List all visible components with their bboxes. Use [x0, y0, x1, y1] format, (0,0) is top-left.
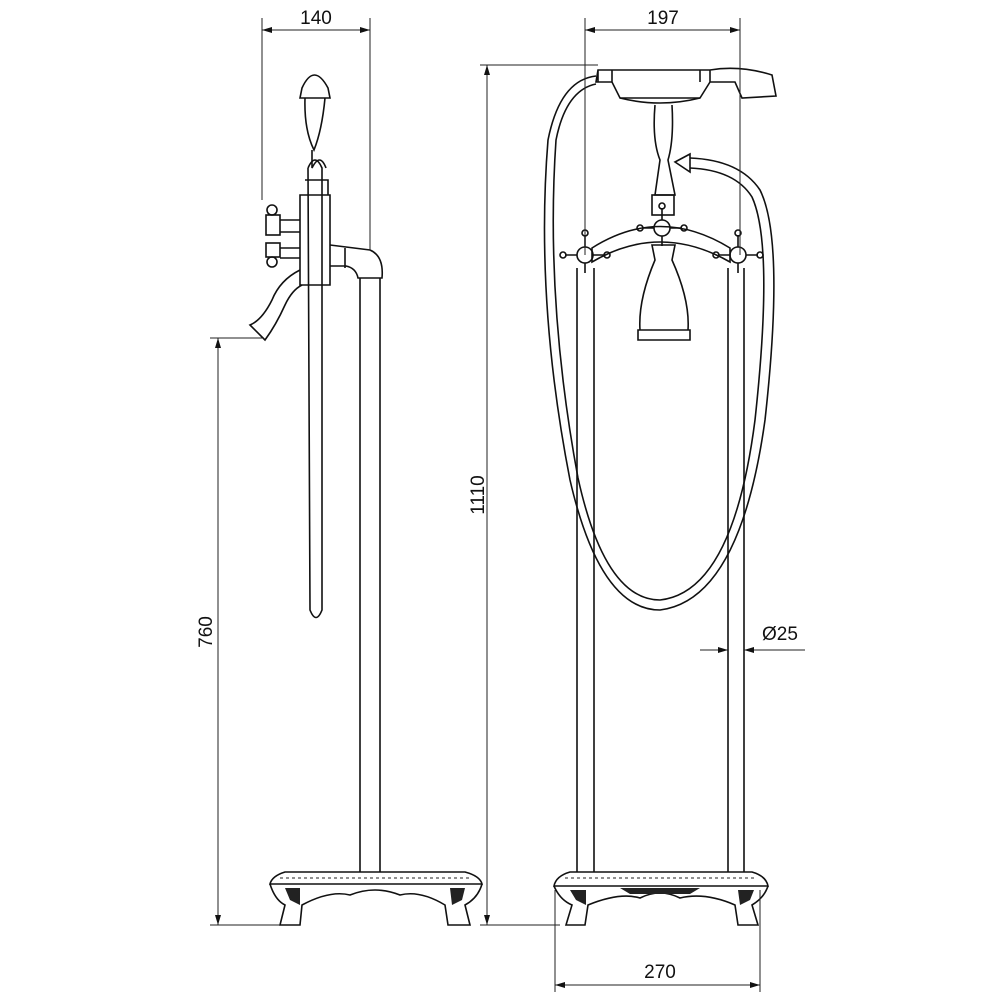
front-right-pipe: [727, 268, 745, 872]
side-cross-handles: [265, 204, 300, 268]
front-view: 197 1110 Ø25 270: [468, 8, 805, 992]
side-hose: [307, 159, 323, 619]
dimension-pipe-diameter: Ø25: [700, 624, 805, 653]
dim-1110-label: 1110: [468, 475, 489, 514]
front-handset: [595, 67, 777, 99]
front-center-valve: [651, 194, 675, 216]
dim-25-label: Ø25: [762, 624, 798, 645]
side-valve-body: [299, 179, 331, 286]
front-cradle: [619, 97, 701, 196]
dimension-spout-height: 760: [196, 337, 280, 926]
front-bell-spout: [637, 244, 691, 341]
dim-760-label: 760: [196, 616, 217, 648]
side-bath-spout: [248, 269, 303, 342]
dimension-front-width: 197: [584, 8, 741, 255]
dim-140-label: 140: [300, 8, 332, 29]
dimension-side-width: 140: [261, 8, 371, 250]
front-left-pipe: [576, 268, 595, 872]
side-view: 140 760: [196, 8, 484, 926]
dimension-base-width: 270: [554, 890, 761, 992]
side-handshower: [299, 74, 331, 169]
dimension-total-height: 1110: [468, 64, 598, 926]
front-cross-handles: [559, 202, 764, 273]
dim-270-label: 270: [644, 962, 676, 983]
side-stand-pipe: [359, 278, 381, 872]
dim-197-label: 197: [647, 8, 679, 29]
front-base: [553, 871, 769, 926]
side-base: [268, 871, 484, 926]
side-spout-arm: [329, 244, 384, 279]
front-shower-hose: [543, 75, 775, 611]
